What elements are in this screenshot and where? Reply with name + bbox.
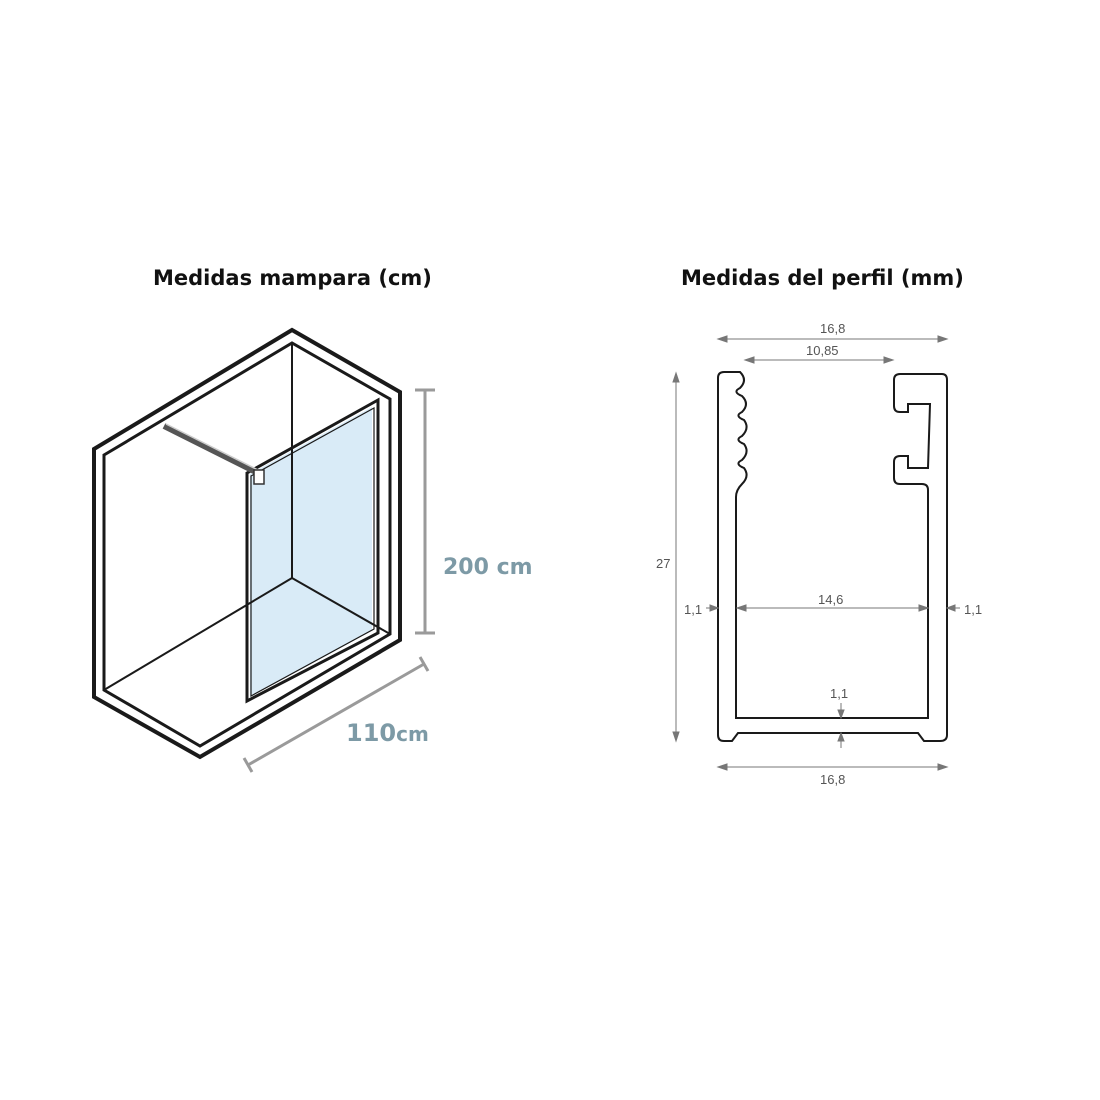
height-label: 200 cm [443, 555, 533, 580]
profile-outline [717, 371, 948, 742]
glass-frame [245, 397, 380, 704]
width-number: 110 [346, 719, 396, 747]
width-dimension [242, 656, 430, 773]
width-label: 110cm [346, 719, 429, 747]
shower-screen-title: Medidas mampara (cm) [153, 266, 432, 290]
left-wall-label: 1,1 [684, 602, 702, 617]
top-outer-width-label: 16,8 [820, 321, 845, 336]
support-bar-highlight [165, 423, 259, 471]
shower-enclosure-drawing [92, 327, 402, 760]
bottom-wall-label: 1,1 [830, 686, 848, 701]
profile-dimensions [672, 335, 960, 771]
inner-width-label: 14,6 [818, 592, 843, 607]
floor-edge-left [103, 577, 293, 691]
support-bar [162, 423, 260, 476]
height-dimension [415, 388, 435, 635]
profile-title: Medidas del perfil (mm) [681, 266, 964, 290]
profile-section-drawing [717, 371, 948, 742]
glass-panel [250, 407, 372, 697]
height-label-profile: 27 [656, 556, 670, 571]
width-unit: cm [396, 722, 429, 746]
bottom-width-label: 16,8 [820, 772, 845, 787]
room-outline-outer [92, 327, 402, 760]
glass-frame-inner [250, 406, 375, 698]
bar-clamp [253, 469, 265, 485]
right-wall-label: 1,1 [964, 602, 982, 617]
top-inner-width-label: 10,85 [806, 343, 839, 358]
